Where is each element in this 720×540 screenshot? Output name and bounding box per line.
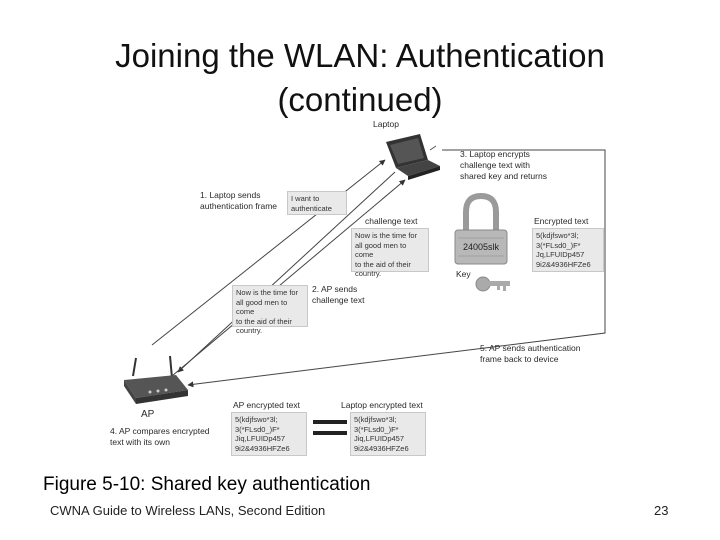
step5-line: 5. AP sends authentication	[480, 343, 581, 353]
challenge-return-line: Now is the time for	[236, 288, 299, 297]
key-icon	[475, 276, 510, 292]
step5-text: 5. AP sends authentication frame back to…	[480, 343, 581, 365]
arrow-step2	[177, 171, 396, 373]
challenge-line: country.	[355, 269, 382, 278]
challenge-line: to the aid of their	[355, 259, 411, 269]
ap-encrypted-line: Jiq,LFUIDp457	[235, 434, 286, 443]
equals-sign	[313, 418, 347, 438]
laptop-encrypted-line: 5(kdjfswo*3l;	[354, 415, 397, 424]
encrypted-line: 3(*FLsd0_)F*	[536, 240, 581, 250]
step3-text: 3. Laptop encrypts challenge text with s…	[460, 149, 547, 182]
title-line-1: Joining the WLAN: Authentication	[115, 37, 605, 74]
arrow-step5	[171, 179, 406, 377]
ap-encrypted-box: 5(kdjfswo*3l; 3(*FLsd0_)F* Jiq,LFUIDp457…	[231, 412, 307, 456]
step3-line: 3. Laptop encrypts	[460, 149, 530, 159]
challenge-text-box: Now is the time for all good men to come…	[351, 228, 429, 278]
laptop-icon	[386, 134, 440, 180]
ap-encrypted-line: 9i2&4936HFZe6	[235, 443, 290, 453]
step2-line: challenge text	[312, 295, 365, 305]
request-box: I want to authenticate	[287, 191, 347, 215]
challenge-text-label: challenge text	[365, 216, 418, 226]
challenge-return-box: Now is the time for all good men to come…	[232, 285, 308, 335]
step1-line: authentication frame	[200, 201, 278, 211]
step5-line: frame back to device	[480, 354, 559, 364]
step2-line: 2. AP sends	[312, 284, 358, 294]
challenge-return-line: country.	[236, 326, 263, 335]
encrypted-text-label: Encrypted text	[534, 216, 589, 226]
encrypted-line: 9i2&4936HFZe6	[536, 259, 591, 269]
encrypted-line: Jq,LFUIDp457	[536, 250, 585, 259]
ap-label: AP	[141, 409, 155, 420]
ap-encrypted-line: 5(kdjfswo*3l;	[235, 415, 278, 424]
laptop-encrypted-line: Jiq,LFUIDp457	[354, 434, 405, 443]
step4-text: 4. AP compares encrypted text with its o…	[110, 426, 210, 448]
padlock-icon	[454, 192, 508, 265]
encrypted-line: 5(kdjfswo*3l;	[536, 231, 579, 240]
access-point-icon	[124, 355, 188, 404]
page-number: 23	[654, 503, 669, 518]
laptop-encrypted-line: 3(*FLsd0_)F*	[354, 424, 399, 434]
footer-text: CWNA Guide to Wireless LANs, Second Edit…	[50, 503, 326, 518]
laptop-label: Laptop	[373, 119, 399, 129]
challenge-return-line: to the aid of their	[236, 316, 292, 326]
challenge-line: Now is the time for	[355, 231, 418, 240]
challenge-return-line: all good men to come	[236, 297, 288, 317]
laptop-encrypted-line: 9i2&4936HFZe6	[354, 443, 409, 453]
ap-encrypted-label: AP encrypted text	[233, 400, 300, 410]
step3-line: challenge text with	[460, 160, 530, 170]
key-value: 24005slk	[463, 242, 500, 252]
figure-caption: Figure 5-10: Shared key authentication	[43, 474, 371, 495]
laptop-encrypted-label: Laptop encrypted text	[341, 400, 423, 410]
request-line: I want to	[291, 194, 320, 203]
step4-line: 4. AP compares encrypted	[110, 426, 210, 436]
key-label: Key	[456, 269, 471, 279]
ap-encrypted-line: 3(*FLsd0_)F*	[235, 424, 280, 434]
arrow-step1	[151, 159, 386, 346]
title-line-2: (continued)	[277, 81, 443, 118]
encrypted-text-box: 5(kdjfswo*3l; 3(*FLsd0_)F* Jq,LFUIDp457 …	[532, 228, 604, 272]
request-line: authenticate	[291, 203, 332, 213]
step1-line: 1. Laptop sends	[200, 190, 261, 200]
step3-line: shared key and returns	[460, 171, 547, 181]
step2-text: 2. AP sends challenge text	[312, 284, 364, 306]
step1-text: 1. Laptop sends authentication frame	[200, 190, 277, 212]
challenge-line: all good men to come	[355, 240, 407, 260]
slide-title: Joining the WLAN: Authentication (contin…	[0, 34, 720, 122]
step4-line: text with its own	[110, 437, 170, 447]
laptop-encrypted-box: 5(kdjfswo*3l; 3(*FLsd0_)F* Jiq,LFUIDp457…	[350, 412, 426, 456]
arrow-step3	[187, 149, 606, 388]
